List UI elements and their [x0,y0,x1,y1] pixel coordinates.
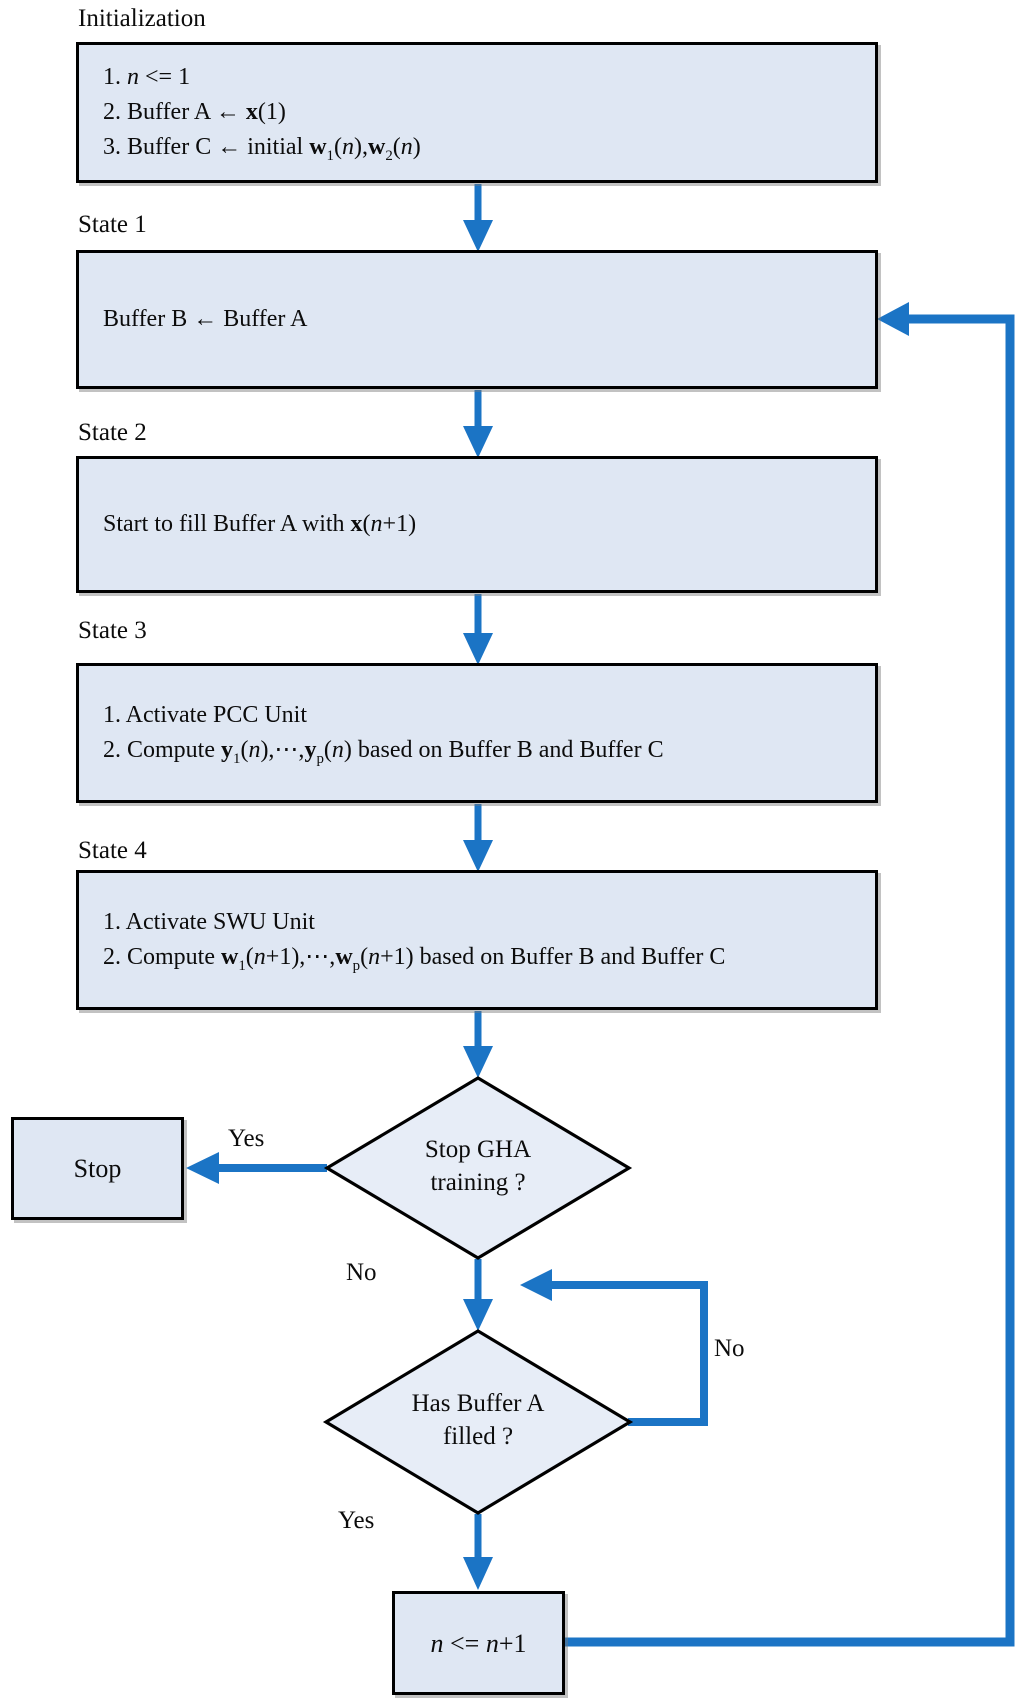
label-state1: State 1 [78,211,147,238]
decision-buffer-filled-label: Has Buffer A filled ? [358,1387,598,1453]
state2-text: Start to fill Buffer A with x(n+1) [103,511,417,537]
connector-increment-to-state1 [564,314,1015,1647]
connector-decision2-wait-loop [552,1281,708,1426]
decision-stop-training-line1: Stop GHA [424,1136,532,1163]
decision-buffer-filled-line1: Has Buffer A [411,1390,545,1417]
terminal-box-stop: Stop [11,1117,184,1220]
arrowhead-increment-to-state1 [877,302,909,336]
arrowhead-state1-to-state2 [463,426,493,458]
process-box-state4: 1. Activate SWU Unit 2. Compute w1(n+1),… [76,870,878,1010]
arrowhead-state2-to-state3 [463,633,493,665]
process-box-state2: Start to fill Buffer A with x(n+1) [76,456,878,593]
state3-step-1: 1. Activate PCC Unit [103,702,307,728]
decision-buffer-filled-shape [322,1329,634,1515]
decision-stop-training-label: Stop GHA training ? [358,1133,598,1199]
label-state2: State 2 [78,419,147,446]
arrowhead-init-to-state1 [463,220,493,252]
process-box-initialization: 1. n <= 1 2. Buffer A ← x(1) 3. Buffer C… [76,42,878,183]
process-box-state3: 1. Activate PCC Unit 2. Compute y1(n),⋯,… [76,663,878,803]
arrowhead-decision2-to-increment [463,1557,493,1590]
state1-text: Buffer B ← Buffer A [103,306,308,332]
process-box-increment: n <= n+1 [392,1591,565,1695]
edge-label-no-continue: No [346,1259,377,1286]
state4-step-1: 1. Activate SWU Unit [103,909,315,935]
init-step-3: 3. Buffer C ← initial w1(n),w2(n) [103,134,421,164]
edge-label-no-wait: No [714,1335,745,1362]
state4-step-2: 2. Compute w1(n+1),⋯,wp(n+1) based on Bu… [103,944,726,974]
decision-stop-training-line2: training ? [430,1169,526,1196]
stop-text: Stop [73,1154,122,1183]
label-initialization: Initialization [78,5,206,32]
edge-label-yes-filled: Yes [338,1507,375,1534]
init-step-2: 2. Buffer A ← x(1) [103,99,286,125]
decision-buffer-filled-line2: filled ? [442,1423,514,1450]
label-state4: State 4 [78,837,147,864]
state3-step-2: 2. Compute y1(n),⋯,yp(n) based on Buffer… [103,737,664,767]
arrowhead-decision2-wait-loop [520,1269,552,1301]
process-box-state1: Buffer B ← Buffer A [76,250,878,389]
arrowhead-state4-to-decision1 [463,1046,493,1078]
decision-stop-training-shape [323,1076,633,1260]
arrowhead-state3-to-state4 [463,840,493,872]
arrowhead-decision1-to-stop [186,1152,219,1184]
arrowhead-decision1-to-decision2 [463,1299,493,1331]
label-state3: State 3 [78,617,147,644]
edge-label-yes-stop: Yes [228,1125,265,1152]
init-step-1: 1. n <= 1 [103,64,191,90]
increment-text: n <= n+1 [430,1628,527,1658]
